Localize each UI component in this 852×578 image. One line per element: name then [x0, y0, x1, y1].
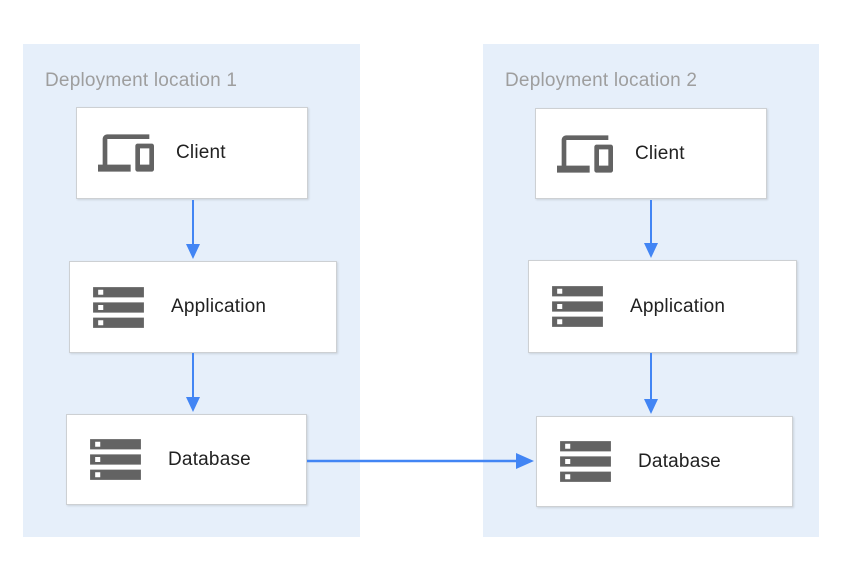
- node-label: Client: [176, 142, 226, 163]
- node-client-location-2: Client: [535, 108, 767, 199]
- server-stack-icon: [547, 276, 608, 337]
- node-label: Application: [171, 296, 267, 317]
- node-label: Database: [168, 448, 251, 470]
- devices-icon: [95, 125, 154, 181]
- node-label: Database: [638, 450, 721, 472]
- group-title-1: Deployment location 1: [45, 70, 238, 91]
- server-stack-icon: [85, 429, 146, 490]
- server-stack-icon: [88, 277, 149, 338]
- node-label: Client: [635, 142, 685, 164]
- node-database-location-1: Database: [66, 414, 307, 505]
- devices-icon: [554, 126, 613, 182]
- group-title-2: Deployment location 2: [505, 70, 698, 91]
- server-stack-icon: [555, 431, 616, 492]
- node-client-location-1: Client: [76, 107, 308, 199]
- node-database-location-2: Database: [536, 416, 793, 507]
- node-application-location-2: Application: [528, 260, 797, 353]
- node-label: Application: [630, 295, 726, 317]
- node-application-location-1: Application: [69, 261, 337, 353]
